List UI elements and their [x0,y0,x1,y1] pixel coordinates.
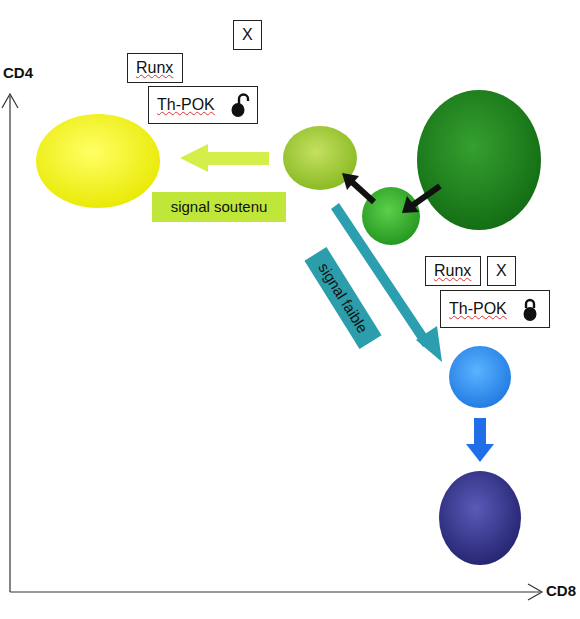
blue-arrow [466,418,494,462]
gene-box: Runx [127,53,183,83]
signal-band: signal soutenu [152,192,286,222]
node-text: Th-POK [449,299,507,319]
locked-padlock [524,300,537,321]
cd8-cell [439,471,521,565]
node-text: Runx [434,261,471,281]
axis-label: CD8 [546,582,576,599]
gene-box: X [487,256,516,286]
node-text: Runx [136,58,173,78]
unlocked-padlock [232,95,249,118]
dp-cell [417,90,541,230]
gene-box: Th-POK [148,86,258,124]
node-text: X [496,261,507,281]
gene-box: X [233,20,262,50]
black-arrows [342,173,440,213]
axis-label: CD4 [3,64,33,81]
sustained-arrow [180,144,269,172]
gene-box: Runx [425,256,481,286]
node-text: Th-POK [157,95,215,115]
node-text: X [242,25,253,45]
node-text: signal faible [314,260,371,337]
cd4-cell [36,114,160,208]
gene-box: Th-POK [440,290,550,328]
cd8-intermediate-cell [449,346,511,408]
node-text: signal soutenu [171,198,268,216]
